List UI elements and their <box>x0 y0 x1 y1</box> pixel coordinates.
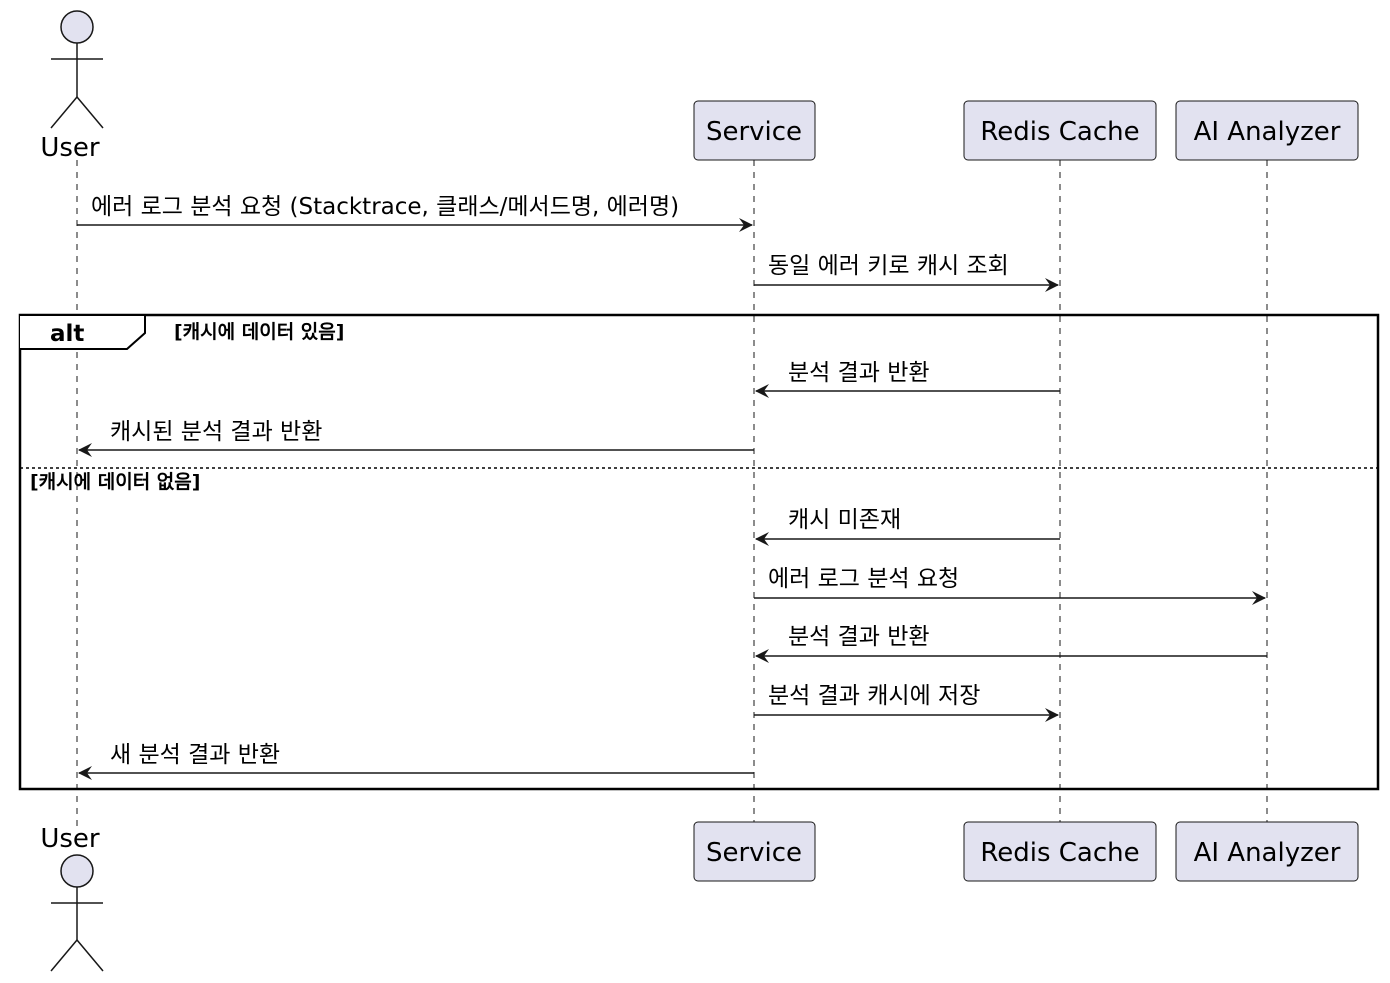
message-label-4: 캐시된 분석 결과 반환 <box>110 419 322 445</box>
alt-tab <box>20 314 146 350</box>
participant-user-top: User <box>40 133 100 163</box>
alt-guard-1: [캐시에 데이터 있음] <box>174 321 344 343</box>
alt-fragment <box>18 313 1380 791</box>
participant-redis-top-label: Redis Cache <box>980 117 1139 147</box>
participant-redis-bottom <box>963 821 1157 882</box>
alt-guard-2: [캐시에 데이터 없음] <box>30 471 200 493</box>
message-label-5: 캐시 미존재 <box>788 507 901 533</box>
message-label-8: 분석 결과 캐시에 저장 <box>768 683 980 709</box>
message-label-1: 에러 로그 분석 요청 (Stacktrace, 클래스/메서드명, 에러명) <box>91 194 679 220</box>
participant-redis-top <box>963 100 1157 161</box>
participant-user-bottom: User <box>40 824 100 854</box>
participant-ai-bottom <box>1175 821 1359 882</box>
message-label-6: 에러 로그 분석 요청 <box>768 566 959 592</box>
participant-redis-bottom-label: Redis Cache <box>980 838 1139 868</box>
participant-ai-top-label: AI Analyzer <box>1194 117 1341 147</box>
message-label-3: 분석 결과 반환 <box>788 360 930 386</box>
message-label-9: 새 분석 결과 반환 <box>110 742 280 768</box>
user-actor-bottom-icon <box>50 854 104 972</box>
message-label-2: 동일 에러 키로 캐시 조회 <box>768 253 1009 279</box>
message-label-7: 분석 결과 반환 <box>788 624 930 650</box>
participant-service-top <box>693 100 816 161</box>
participant-ai-bottom-label: AI Analyzer <box>1194 838 1341 868</box>
user-actor-icon <box>50 10 104 129</box>
participant-ai-top <box>1175 100 1359 161</box>
participant-service-top-label: Service <box>706 117 802 147</box>
participant-service-bottom-label: Service <box>706 838 802 868</box>
participant-service-bottom <box>693 821 816 882</box>
alt-keyword: alt <box>50 321 84 347</box>
